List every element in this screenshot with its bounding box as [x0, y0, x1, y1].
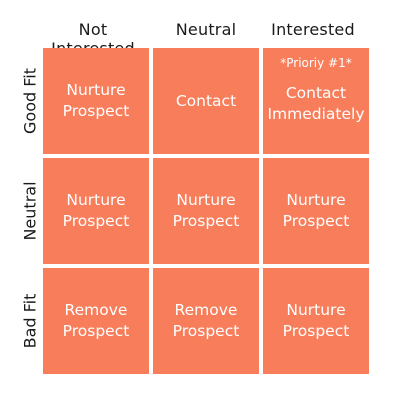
cell-label: Nurture Prospect: [282, 191, 350, 230]
row-header-good-fit: Good Fit: [20, 68, 40, 134]
cell-bad-fit-neutral: Remove Prospect: [153, 268, 259, 374]
cell-label: Nurture Prospect: [62, 81, 130, 120]
cell-label: Nurture Prospect: [62, 191, 130, 230]
cell-label: Nurture Prospect: [282, 301, 350, 340]
cell-good-fit-not-interested: Nurture Prospect: [43, 48, 149, 154]
cell-neutral-not-interested: Nurture Prospect: [43, 158, 149, 264]
cell-neutral-neutral: Nurture Prospect: [153, 158, 259, 264]
cell-label: Contact: [175, 91, 237, 110]
cell-good-fit-interested: *Prioriy #1* Contact Immediately: [263, 48, 369, 154]
cell-label: Remove Prospect: [62, 301, 130, 340]
priority-note: *Prioriy #1*: [280, 56, 352, 70]
column-header-interested: Interested: [271, 20, 355, 39]
cell-bad-fit-not-interested: Remove Prospect: [43, 268, 149, 374]
cell-neutral-interested: Nurture Prospect: [263, 158, 369, 264]
cell-bad-fit-interested: Nurture Prospect: [263, 268, 369, 374]
column-header-neutral: Neutral: [175, 20, 237, 39]
cell-good-fit-neutral: Contact: [153, 48, 259, 154]
row-header-neutral: Neutral: [20, 181, 40, 241]
cell-label: Remove Prospect: [172, 301, 240, 340]
cell-label: Nurture Prospect: [172, 191, 240, 230]
cell-label: Contact Immediately: [267, 84, 365, 123]
row-header-bad-fit: Bad Fit: [20, 293, 40, 349]
